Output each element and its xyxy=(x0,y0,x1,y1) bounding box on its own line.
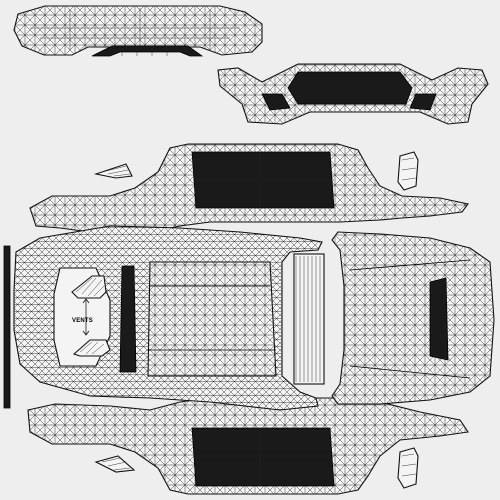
vent-triangle-lower xyxy=(94,455,136,473)
vents-label: VENTS xyxy=(72,318,94,324)
vent-pieces xyxy=(71,275,111,357)
rear-diffuser xyxy=(91,45,204,57)
side-mirror-upper xyxy=(397,151,419,191)
side-mirror-lower xyxy=(397,447,419,489)
hood xyxy=(331,231,495,405)
side-panel-lower xyxy=(27,397,469,495)
side-panel-upper xyxy=(29,143,469,237)
body-top xyxy=(13,225,323,411)
front-bumper xyxy=(217,63,489,125)
rear-bumper xyxy=(13,5,263,56)
trunk-strip xyxy=(293,253,325,385)
vent-triangle-upper xyxy=(93,163,133,179)
edge-strip xyxy=(3,245,11,409)
